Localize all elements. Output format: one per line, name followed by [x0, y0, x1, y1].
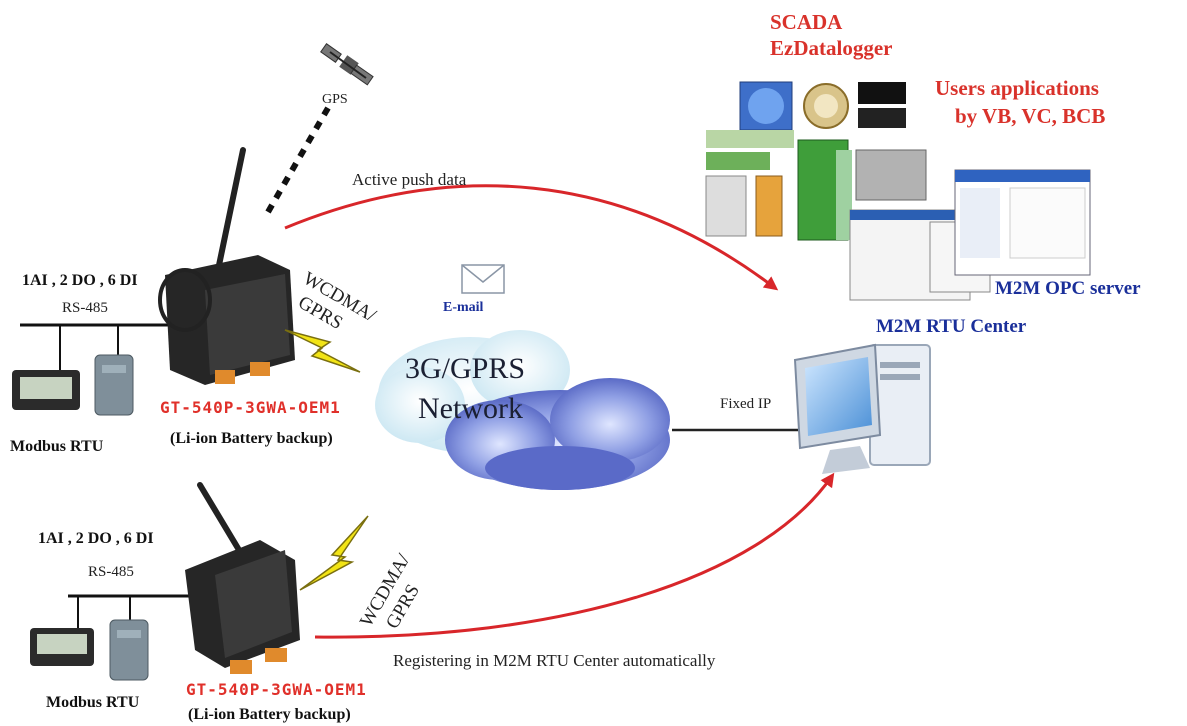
- rs485-label-top: RS-485: [62, 300, 108, 316]
- scada-label: SCADA: [770, 10, 843, 34]
- gt540p-device-top: [158, 147, 295, 385]
- users-apps-line2: by VB, VC, BCB: [955, 104, 1106, 128]
- modbus-meter-top: [12, 354, 134, 416]
- battery-label-bottom: (Li-ion Battery backup): [188, 706, 351, 723]
- active-push-label: Active push data: [352, 170, 467, 189]
- email-label: E-mail: [443, 300, 484, 315]
- m2m-opc-server-label: M2M OPC server: [995, 278, 1141, 299]
- modbus-meter-bottom: [30, 619, 149, 681]
- modbus-label-bottom: Modbus RTU: [46, 694, 140, 711]
- scada-screens-collage: [705, 81, 1091, 301]
- lightning-icon: [299, 515, 369, 591]
- rs485-bus-top: [20, 323, 170, 370]
- battery-label-top: (Li-ion Battery backup): [170, 430, 333, 447]
- gt540p-device-bottom: [185, 482, 300, 674]
- registering-label: Registering in M2M RTU Center automatica…: [393, 651, 716, 670]
- envelope-icon: [461, 264, 505, 294]
- satellite-icon: [320, 43, 374, 86]
- gps-label: GPS: [322, 92, 348, 107]
- modbus-label-top: Modbus RTU: [10, 438, 104, 455]
- registering-arrow: [314, 472, 835, 639]
- users-apps-line1: Users applications: [935, 76, 1099, 100]
- lightning-icon: [284, 329, 361, 373]
- fixed-ip-label: Fixed IP: [720, 396, 772, 412]
- computer-icon: [793, 343, 931, 474]
- cloud-icon: [375, 330, 670, 490]
- network-label-line1: 3G/GPRS: [405, 352, 526, 385]
- model-label-bottom: GT-540P-3GWA-OEM1: [186, 680, 367, 699]
- model-label-top: GT-540P-3GWA-OEM1: [160, 398, 341, 417]
- gps-link: [265, 106, 331, 214]
- rs485-label-bottom: RS-485: [88, 564, 134, 580]
- io-label-bottom: 1AI , 2 DO , 6 DI: [38, 530, 154, 547]
- network-label-line2: Network: [418, 392, 523, 425]
- ezdatalogger-label: EzDatalogger: [770, 36, 893, 60]
- active-push-arrow: [284, 184, 779, 291]
- rs485-bus-bottom: [68, 594, 195, 630]
- io-label-top: 1AI , 2 DO , 6 DI: [22, 272, 138, 289]
- m2m-rtu-center-label: M2M RTU Center: [876, 316, 1027, 337]
